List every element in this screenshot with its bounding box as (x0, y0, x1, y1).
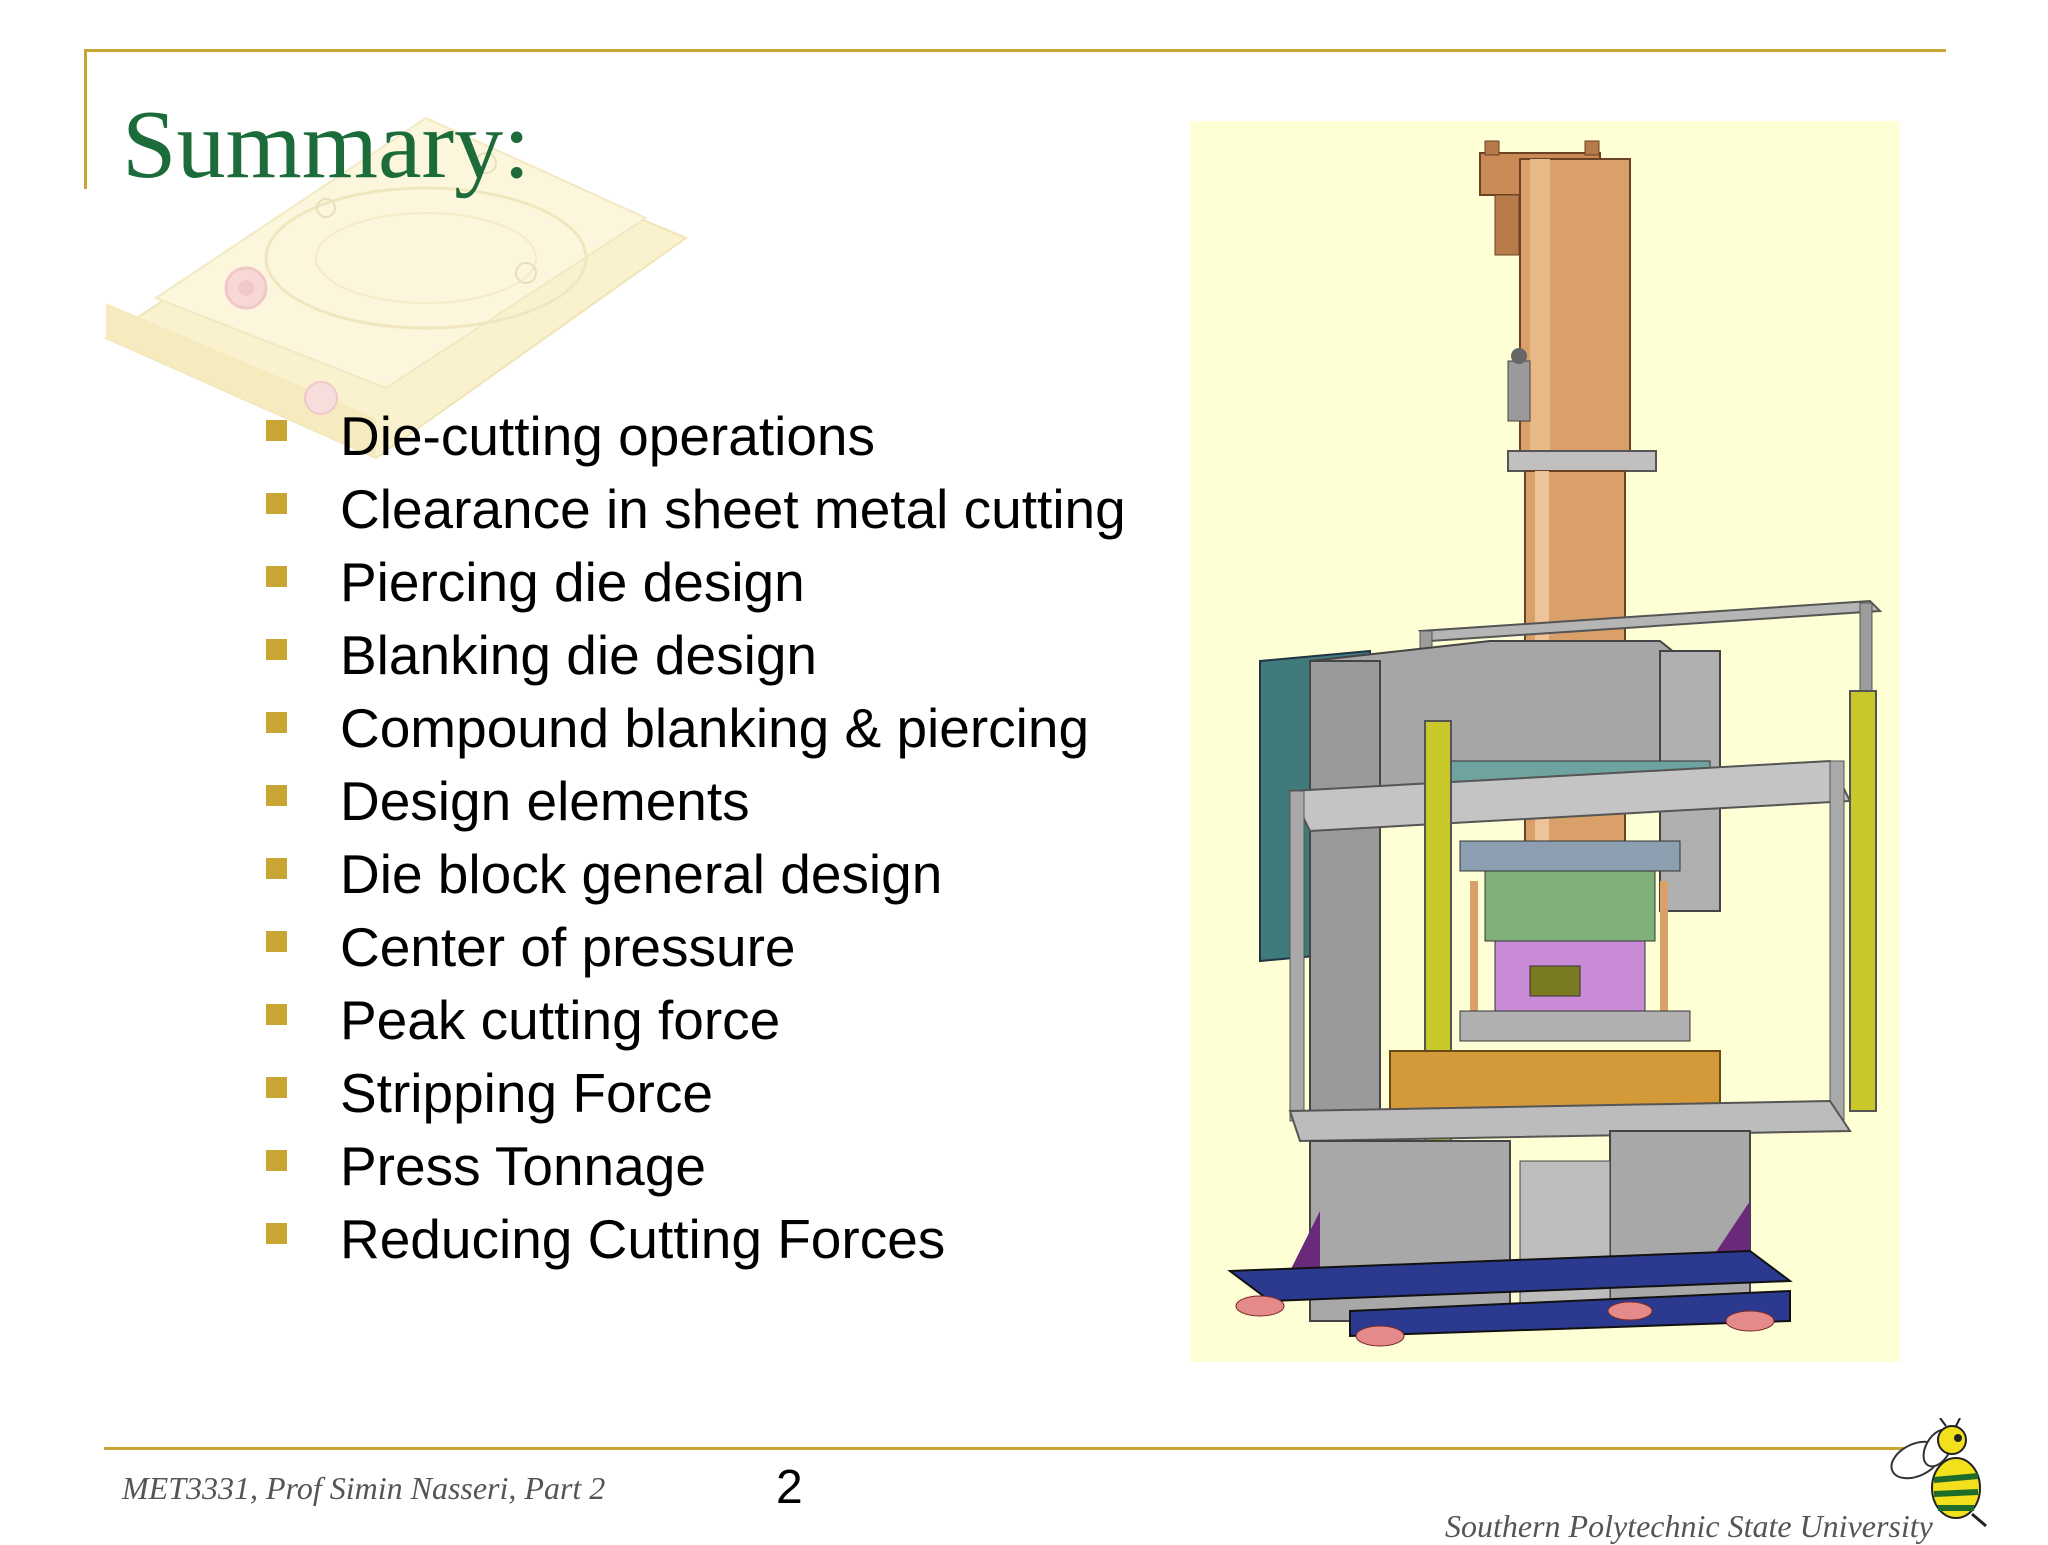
square-bullet-icon (266, 1077, 287, 1098)
bullet-item: Clearance in sheet metal cutting (262, 473, 1126, 546)
bottom-border-line (104, 1447, 1914, 1450)
bullet-item: Piercing die design (262, 546, 1126, 619)
press-machine-drawing (1227, 140, 1883, 1347)
footer-university-name: Southern Polytechnic State University (1445, 1508, 1933, 1544)
square-bullet-icon (266, 858, 287, 879)
bullet-item: Die-cutting operations (262, 400, 1126, 473)
left-border-line (84, 49, 87, 189)
bullet-text: Blanking die design (340, 624, 818, 686)
square-bullet-icon (266, 1223, 287, 1244)
bullet-text: Clearance in sheet metal cutting (340, 478, 1126, 540)
square-bullet-icon (266, 639, 287, 660)
square-bullet-icon (266, 566, 287, 587)
bullet-text: Stripping Force (340, 1062, 713, 1124)
page-number: 2 (776, 1461, 803, 1514)
background-die-drawing (103, 116, 689, 460)
square-bullet-icon (266, 712, 287, 733)
square-bullet-icon (266, 420, 287, 441)
top-border-line (84, 49, 1946, 52)
bullet-text: Center of pressure (340, 916, 796, 978)
press-machine-illustration (1190, 121, 1900, 1362)
bullet-text: Press Tonnage (340, 1135, 706, 1197)
bullet-item: Peak cutting force (262, 984, 1126, 1057)
bullet-item: Design elements (262, 765, 1126, 838)
summary-bullet-list: Die-cutting operations Clearance in shee… (262, 400, 1126, 1276)
bullet-text: Reducing Cutting Forces (340, 1208, 946, 1270)
square-bullet-icon (266, 493, 287, 514)
bullet-item: Die block general design (262, 838, 1126, 911)
square-bullet-icon (266, 1150, 287, 1171)
bullet-item: Press Tonnage (262, 1130, 1126, 1203)
bullet-text: Die block general design (340, 843, 943, 905)
slide-title: Summary: (122, 91, 531, 199)
bullet-text: Die-cutting operations (340, 405, 876, 467)
bullet-item: Reducing Cutting Forces (262, 1203, 1126, 1276)
square-bullet-icon (266, 1004, 287, 1025)
footer-course-info: MET3331, Prof Simin Nasseri, Part 2 (122, 1470, 606, 1506)
bullet-item: Stripping Force (262, 1057, 1126, 1130)
square-bullet-icon (266, 785, 287, 806)
bullet-item: Blanking die design (262, 619, 1126, 692)
square-bullet-icon (266, 931, 287, 952)
yellow-jacket-mascot-icon (1890, 1418, 1987, 1528)
bullet-item: Center of pressure (262, 911, 1126, 984)
bullet-item: Compound blanking & piercing (262, 692, 1126, 765)
bullet-text: Peak cutting force (340, 989, 781, 1051)
bullet-text: Compound blanking & piercing (340, 697, 1090, 759)
bullet-text: Piercing die design (340, 551, 805, 613)
bullet-text: Design elements (340, 770, 750, 832)
